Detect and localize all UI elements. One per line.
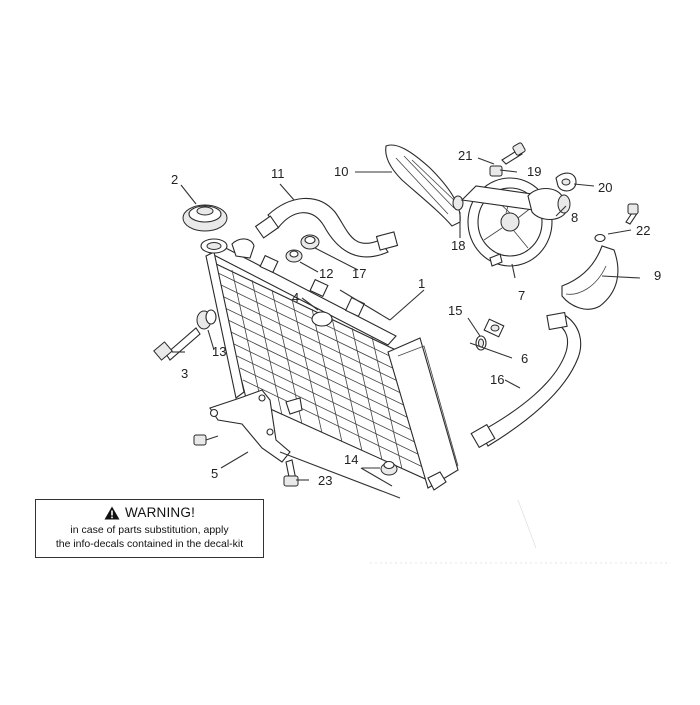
lower-hose — [470, 311, 582, 449]
hose-fitting — [483, 318, 505, 338]
radiator-mount-ring — [311, 311, 333, 327]
callout-21: 21 — [458, 148, 472, 163]
warning-text-line-2: the info-decals contained in the decal-k… — [55, 538, 244, 550]
callout-8: 8 — [571, 210, 578, 225]
callout-18: 18 — [451, 238, 465, 253]
fan-shroud — [385, 144, 461, 227]
motor-nut — [489, 165, 503, 177]
callout-15: 15 — [448, 303, 462, 318]
callout-20: 20 — [598, 180, 612, 195]
callout-13: 13 — [212, 344, 226, 359]
warning-text-line-1: in case of parts substitution, apply — [70, 524, 229, 536]
fan-bolt — [452, 195, 464, 211]
electrical-connector — [555, 172, 577, 192]
radiator — [205, 238, 459, 491]
callout-5: 5 — [211, 466, 218, 481]
rubber-grommet — [380, 460, 398, 476]
bracket-screw-left — [193, 434, 219, 446]
callout-14: 14 — [344, 452, 358, 467]
fan-motor — [527, 187, 571, 221]
callout-4: 4 — [292, 290, 299, 305]
upper-hose — [254, 197, 399, 258]
washer-spacer — [196, 309, 217, 330]
mounting-screw — [153, 327, 201, 361]
warning-notice: WARNING! in case of parts substitution, … — [35, 499, 264, 558]
fan-screw — [501, 142, 526, 165]
callout-9: 9 — [654, 268, 661, 283]
callout-1: 1 — [418, 276, 425, 291]
callout-11: 11 — [271, 166, 285, 181]
callout-19: 19 — [527, 164, 541, 179]
callout-16: 16 — [490, 372, 504, 387]
support-bracket — [209, 389, 291, 463]
callout-22: 22 — [636, 223, 650, 238]
callout-23: 23 — [318, 473, 332, 488]
bracket-screw — [283, 459, 299, 487]
callout-12: 12 — [319, 266, 333, 281]
callout-6: 6 — [521, 351, 528, 366]
rubber-bushing — [285, 249, 303, 263]
warning-heading: WARNING! — [36, 505, 263, 520]
callout-17: 17 — [352, 266, 366, 281]
radiator-cap — [182, 204, 228, 254]
callout-7: 7 — [518, 288, 525, 303]
warning-triangle-icon — [104, 506, 120, 519]
hose-guard — [561, 245, 619, 310]
guard-screw — [594, 203, 639, 243]
warning-title-text: WARNING! — [124, 505, 196, 520]
leader-lines — [172, 157, 641, 499]
callout-10: 10 — [334, 164, 348, 179]
callout-2: 2 — [171, 172, 178, 187]
callout-3: 3 — [181, 366, 188, 381]
hose-bushing — [300, 234, 320, 250]
